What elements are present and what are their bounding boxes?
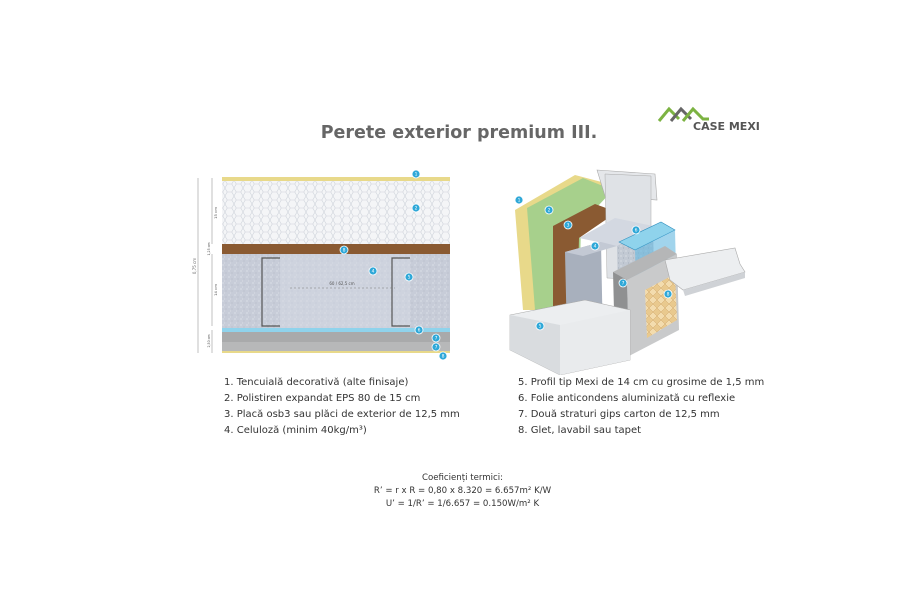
osb-layer [222, 244, 450, 254]
svg-text:5: 5 [539, 324, 542, 330]
svg-text:6: 6 [418, 328, 421, 334]
wall-section-diagram: 0,75 cm 60 / 62,5 cm 15 cm 1,25 cm 14 cm… [192, 169, 450, 361]
dim-gips-label: 2,50 cm [207, 335, 211, 348]
svg-text:1: 1 [518, 198, 521, 204]
legend-item: 8. Glet, lavabil sau tapet [518, 425, 642, 436]
iso-marker: 5 [535, 321, 545, 331]
gips-layer-1 [222, 332, 450, 342]
svg-text:1: 1 [415, 172, 418, 178]
roof-logo-icon: CASE MEXI [657, 106, 760, 133]
iso-cellulose-top [579, 218, 653, 246]
legend-right: 5. Profil tip Mexi de 14 cm cu grosime d… [518, 375, 764, 439]
svg-text:4: 4 [594, 244, 597, 250]
dim-spacing-label: 60 / 62,5 cm [329, 281, 354, 286]
svg-text:8: 8 [667, 292, 670, 298]
section-marker: 1 [411, 169, 421, 179]
svg-text:2: 2 [415, 206, 418, 212]
dim-eps-label: 15 cm [213, 207, 218, 219]
gips-layer-2 [222, 342, 450, 351]
case-mexi-logo: CASE MEXI [657, 103, 777, 135]
legend-item: 3. Placă osb3 sau plăci de exterior de 1… [224, 409, 460, 420]
render-layer [222, 177, 450, 181]
svg-text:8: 8 [442, 354, 445, 360]
legend-item: 4. Celuloză (minim 40kg/m³) [224, 425, 367, 436]
iso-marker: 7 [618, 278, 628, 288]
profile-right [391, 257, 410, 327]
section-marker: 8 [438, 351, 448, 361]
iso-marker: 3 [563, 220, 573, 230]
legend-left: 1. Tencuială decorativă (alte finisaje) … [224, 375, 460, 439]
iso-marker: 4 [590, 241, 600, 251]
logo-brand-text: CASE MEXI [693, 120, 760, 133]
svg-text:7: 7 [622, 281, 625, 287]
coef-u-line: U’ = 1/R’ = 1/6.657 = 0.150W/m² K [385, 499, 540, 509]
foil-layer [222, 328, 450, 332]
section-marker: 2 [411, 203, 421, 213]
svg-text:6: 6 [635, 228, 638, 234]
svg-text:5: 5 [408, 275, 411, 281]
svg-text:2: 2 [548, 208, 551, 214]
svg-text:3: 3 [567, 223, 570, 229]
section-marker: 8 [339, 245, 349, 255]
legend-item: 6. Folie anticondens aluminizată cu refl… [518, 393, 736, 404]
section-marker: 5 [404, 272, 414, 282]
iso-marker: 1 [514, 195, 524, 205]
svg-text:8: 8 [343, 248, 346, 254]
iso-marker: 8 [663, 289, 673, 299]
legend-item: 1. Tencuială decorativă (alte finisaje) [224, 377, 409, 388]
dim-cell-label: 14 cm [213, 284, 218, 296]
section-marker: 4 [368, 266, 378, 276]
section-marker: 7 [431, 342, 441, 352]
svg-text:7: 7 [435, 345, 438, 351]
iso-marker: 6 [631, 225, 641, 235]
wall-isometric-diagram: 1 2 3 4 5 6 7 8 [509, 169, 746, 375]
legend-item: 7. Două straturi gips carton de 12,5 mm [518, 409, 720, 420]
section-marker: 6 [414, 325, 424, 335]
section-marker: 7 [431, 333, 441, 343]
legend-item: 5. Profil tip Mexi de 14 cm cu grosime d… [518, 377, 765, 388]
legend-item: 2. Polistiren expandat EPS 80 de 15 cm [224, 393, 421, 404]
profile-left [261, 257, 280, 327]
thermal-coefficients: Coeficienți termici: R’ = r x R = 0,80 x… [0, 472, 900, 511]
iso-marker: 2 [544, 205, 554, 215]
coef-r-line: R’ = r x R = 0,80 x 8.320 = 6.657m² K/W [373, 486, 552, 496]
finish-layer [222, 351, 450, 353]
svg-text:7: 7 [435, 336, 438, 342]
page-title: Perete exterior premium III. [320, 123, 598, 143]
dim-total-label: 0,75 cm [192, 258, 197, 274]
svg-text:4: 4 [372, 269, 375, 275]
coef-heading: Coeficienți termici: [421, 473, 504, 483]
dim-osb-label: 1,25 cm [207, 243, 211, 256]
